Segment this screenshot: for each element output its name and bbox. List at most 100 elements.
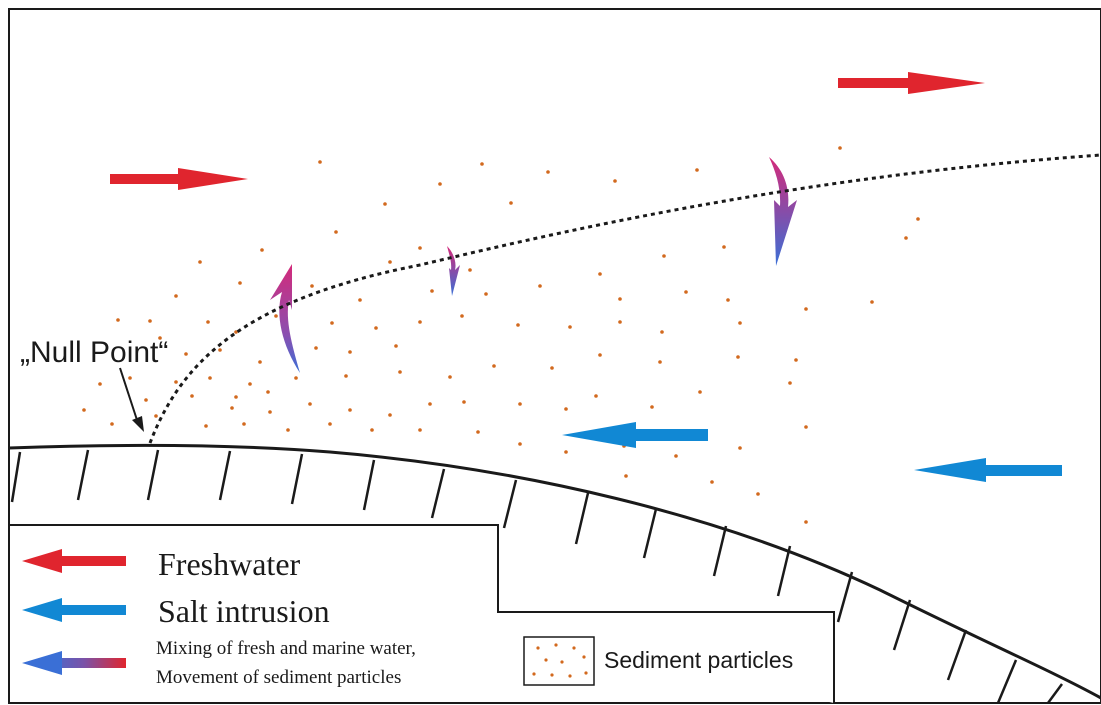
sediment-particle — [509, 201, 513, 205]
sediment-particle — [154, 414, 158, 418]
sediment-particle — [418, 428, 422, 432]
sediment-particle — [710, 480, 714, 484]
diagram-frame — [8, 8, 1101, 704]
sediment-particle — [904, 236, 908, 240]
sediment-particle — [266, 390, 270, 394]
legend-mixing-line2: Movement of sediment particles — [156, 667, 401, 688]
sediment-particle — [260, 248, 264, 252]
sediment-particle — [370, 428, 374, 432]
sediment-particle — [428, 402, 432, 406]
sediment-particle — [330, 321, 334, 325]
seabed-hatch-tick — [892, 599, 912, 651]
sediment-particle — [804, 425, 808, 429]
freshwater-arrow-icon — [22, 549, 126, 573]
freshwater-arrow-upper-right — [838, 72, 985, 94]
sediment-particle — [268, 410, 272, 414]
sediment-particle — [650, 405, 654, 409]
sediment-particle — [234, 330, 238, 334]
sediment-particle — [460, 314, 464, 318]
sediment-particle — [788, 381, 792, 385]
sediment-particle — [550, 366, 554, 370]
sediment-particle — [684, 290, 688, 294]
seabed-hatch-tick — [946, 629, 968, 681]
legend-mixing-line1: Mixing of fresh and marine water, — [156, 638, 416, 659]
sediment-particle — [110, 422, 114, 426]
salt-intrusion-arrow-icon — [22, 598, 126, 622]
seabed-hatch-tick — [218, 450, 232, 501]
seabed-hatch-tick — [712, 525, 728, 577]
sediment-particle — [388, 260, 392, 264]
sediment-particle — [794, 358, 798, 362]
sediment-particle — [314, 346, 318, 350]
seabed-hatch-tick — [76, 449, 90, 501]
seabed-hatch-tick — [362, 459, 376, 511]
sediment-particle — [328, 422, 332, 426]
sediment-particle — [462, 400, 466, 404]
sediment-particle — [726, 298, 730, 302]
sediment-particle — [738, 446, 742, 450]
sediment-particle — [916, 217, 920, 221]
seabed-surface — [8, 443, 1101, 700]
sediment-particle — [128, 376, 132, 380]
sediment-particle — [274, 314, 278, 318]
sediment-particle — [598, 272, 602, 276]
salt-intrusion-arrow-right — [914, 458, 1062, 482]
sediment-particle — [230, 406, 234, 410]
sediment-particle — [398, 370, 402, 374]
sediment-particle — [658, 360, 662, 364]
sediment-particle — [206, 320, 210, 324]
sediment-particle — [468, 268, 472, 272]
null-point-label: „Null Point“ — [20, 336, 168, 369]
sediment-particle — [394, 344, 398, 348]
sediment-particle — [613, 179, 617, 183]
sediment-particle — [838, 146, 842, 150]
sediment-particle — [344, 374, 348, 378]
mixing-arrow-right — [769, 157, 797, 266]
sediment-particle — [310, 284, 314, 288]
sediment-particle — [334, 230, 338, 234]
seabed-hatch-tick — [290, 453, 304, 505]
seabed-hatch-tick — [502, 479, 518, 529]
sediment-particle — [695, 168, 699, 172]
sediment-particle — [242, 422, 246, 426]
sediment-particle — [208, 376, 212, 380]
sediment-particle — [184, 352, 188, 356]
sediment-particle — [348, 408, 352, 412]
sediment-particle — [518, 442, 522, 446]
sediment-particle — [484, 292, 488, 296]
sediment-particle — [430, 289, 434, 293]
legend: Freshwater Salt intrusion Mixing of fres… — [9, 524, 835, 703]
sediment-particle — [546, 170, 550, 174]
sediment-particle — [722, 245, 726, 249]
sediment-particle — [198, 260, 202, 264]
sediment-particle — [756, 492, 760, 496]
salt-intrusion-arrow-middle — [562, 422, 708, 448]
freshwater-arrow-upper-left — [110, 168, 248, 190]
sediment-particle — [204, 424, 208, 428]
sediment-particle — [418, 320, 422, 324]
sediment-particle — [618, 320, 622, 324]
sediment-particle — [492, 364, 496, 368]
seabed-hatch-tick — [776, 545, 792, 597]
sediment-particle — [662, 254, 666, 258]
halocline-dashed-line — [148, 153, 1101, 444]
sediment-particle — [564, 450, 568, 454]
sediment-particle — [348, 350, 352, 354]
sediment-particle — [594, 394, 598, 398]
sediment-particle — [294, 376, 298, 380]
sediment-particle — [738, 321, 742, 325]
seabed-hatch-tick — [836, 571, 854, 623]
sediment-particle — [516, 323, 520, 327]
sediment-particle — [218, 348, 222, 352]
sediment-particle — [308, 402, 312, 406]
sediment-particle — [148, 319, 152, 323]
sediment-particle — [374, 326, 378, 330]
sediment-particle — [674, 454, 678, 458]
legend-salt-intrusion-label: Salt intrusion — [158, 593, 330, 629]
sediment-particle — [82, 408, 86, 412]
mixing-arrow-left — [270, 264, 300, 373]
sediment-particle — [388, 413, 392, 417]
seabed-hatch-tick — [574, 492, 590, 545]
sediment-particle — [286, 428, 290, 432]
seabed-hatch-tick — [430, 468, 446, 519]
